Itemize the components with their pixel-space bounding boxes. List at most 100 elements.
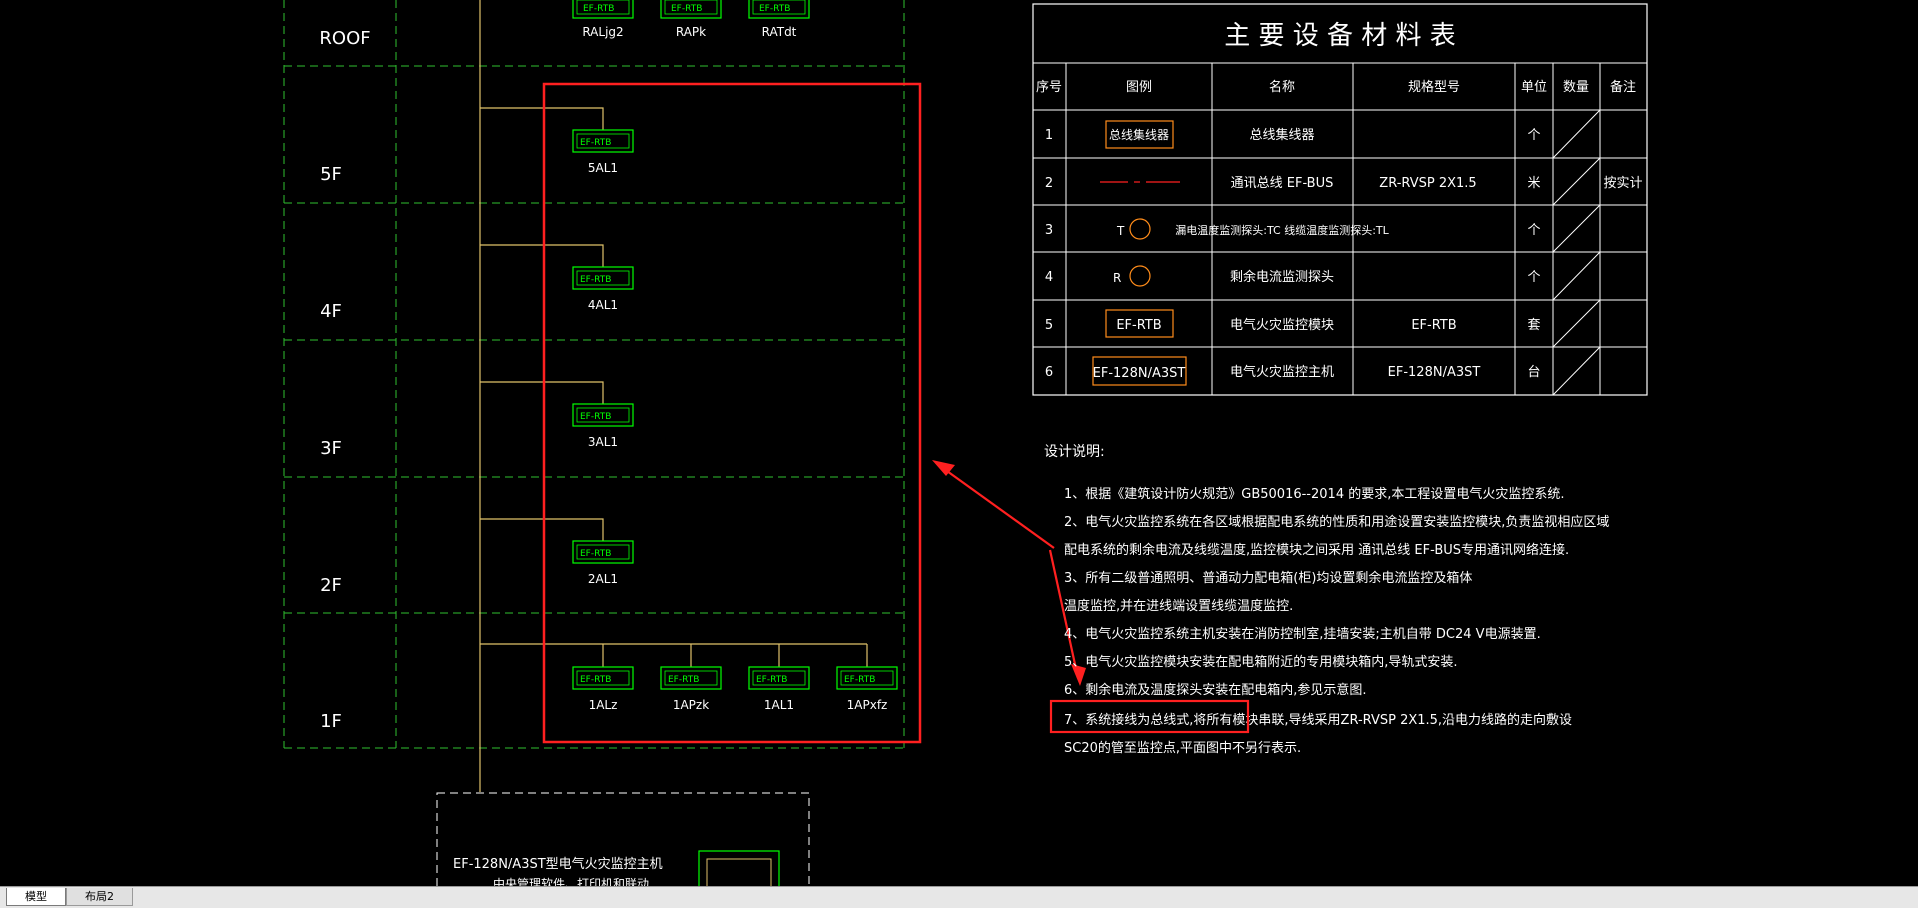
module-label: RALjg2 — [582, 25, 623, 39]
tab-layout2[interactable]: 布局2 — [66, 888, 133, 906]
table-cell: 个 — [1527, 128, 1540, 143]
table-cell: 套 — [1527, 317, 1540, 333]
table-header-cell: 图例 — [1126, 80, 1152, 95]
table-cell: EF-RTB — [1411, 318, 1456, 333]
equipment-table: 主 要 设 备 材 料 表 序号 图例 名称 规格型号 单位 数量 备注 总线集… — [1032, 3, 1648, 396]
highlight-box — [542, 82, 922, 744]
legend-residual-letter: R — [1113, 271, 1121, 285]
floor-label-5f: 5F — [320, 164, 342, 185]
table-header-cell: 序号 — [1036, 80, 1062, 95]
table-cell: 4 — [1045, 270, 1053, 285]
svg-text:EF-RTB: EF-RTB — [580, 275, 611, 285]
layout-tab-bar: 模型 布局2 — [0, 886, 1918, 908]
notes-title: 设计说明: — [1044, 444, 1105, 460]
host-box: EF-128N/A3ST型电气火灾监控主机 中央管理软件、打印机和联动 — [436, 792, 810, 904]
legend-hub-symbol — [1105, 120, 1174, 149]
legend-temp-circle — [1129, 218, 1151, 240]
module-label: 5AL1 — [588, 161, 618, 175]
floor-labels: ROOF 5F 4F 3F 2F 1F — [319, 28, 370, 732]
module-box: EF-RTB — [748, 0, 810, 19]
table-cell: 6 — [1045, 365, 1053, 380]
floor-label-4f: 4F — [320, 301, 342, 322]
table-cell: 台 — [1527, 365, 1540, 380]
module-box: EF-RTB — [572, 0, 634, 19]
legend-host-text: EF-128N/A3ST — [1093, 366, 1186, 381]
table-rows: 1 总线集线器 个 2 通讯总线 EF-BUS ZR-RVSP 2X1.5 米 … — [1045, 127, 1643, 380]
legend-symbols: 总线集线器 T R EF-RTB EF-128N/A3ST — [1092, 120, 1187, 386]
table-title: 主 要 设 备 材 料 表 — [1224, 21, 1456, 51]
module-box: EF-RTB — [836, 666, 898, 690]
svg-text:EF-RTB: EF-RTB — [759, 4, 790, 14]
svg-text:EF-RTB: EF-RTB — [756, 675, 787, 685]
svg-text:EF-RTB: EF-RTB — [580, 675, 611, 685]
svg-text:EF-RTB: EF-RTB — [580, 412, 611, 422]
red-arrow — [932, 460, 1086, 686]
legend-host-symbol — [1092, 356, 1187, 386]
note-line: 配电系统的剩余电流及线缆温度,监控模块之间采用 通讯总线 EF-BUS专用通讯网… — [1064, 542, 1569, 558]
module-label: 3AL1 — [588, 435, 618, 449]
note-line: 温度监控,并在进线端设置线缆温度监控. — [1064, 598, 1293, 614]
module-box: EF-RTB — [572, 403, 634, 427]
module-label: RATdt — [762, 25, 797, 39]
note-line: 5、电气火灾监控模块安装在配电箱附近的专用模块箱内,导轨式安装. — [1064, 654, 1458, 670]
svg-text:EF-RTB: EF-RTB — [844, 675, 875, 685]
table-cell: 个 — [1527, 223, 1540, 238]
table-cell: 电气火灾监控模块 — [1230, 317, 1334, 333]
legend-module-text: EF-RTB — [1116, 318, 1161, 333]
table-header-cell: 备注 — [1610, 79, 1636, 95]
module-box: EF-RTB — [660, 666, 722, 690]
module-label: 4AL1 — [588, 298, 618, 312]
table-cell: 总线集线器 — [1249, 127, 1314, 143]
drawing-svg: ROOF 5F 4F 3F 2F 1F EF-RTB EF-RTB — [283, 0, 1648, 904]
note-line: 3、所有二级普通照明、普通动力配电箱(柜)均设置剩余电流监控及箱体 — [1064, 570, 1472, 586]
module-label: 1APxfz — [847, 698, 888, 712]
note-line: 6、剩余电流及温度探头安装在配电箱内,参见示意图. — [1064, 682, 1367, 698]
legend-hub-text: 总线集线器 — [1109, 127, 1169, 142]
svg-text:EF-RTB: EF-RTB — [583, 4, 614, 14]
legend-module-symbol — [1105, 309, 1174, 338]
svg-text:EF-RTB: EF-RTB — [580, 138, 611, 148]
module-label: 1AL1 — [764, 698, 794, 712]
table-cell: 个 — [1527, 270, 1540, 285]
table-header-cell: 单位 — [1521, 80, 1547, 95]
module-label: RAPk — [676, 25, 706, 39]
table-cell: ZR-RVSP 2X1.5 — [1379, 176, 1476, 191]
note-line: 2、电气火灾监控系统在各区域根据配电系统的性质和用途设置安装监控模块,负责监视相… — [1064, 514, 1609, 530]
module-label: 1ALz — [589, 698, 618, 712]
table-cell: 米 — [1527, 176, 1540, 191]
table-cell: 1 — [1045, 128, 1053, 143]
note-highlight-box — [1049, 699, 1250, 734]
module-box: EF-RTB — [572, 266, 634, 290]
module-box: EF-RTB — [748, 666, 810, 690]
note-line: 7、系统接线为总线式,将所有模块串联,导线采用ZR-RVSP 2X1.5,沿电力… — [1064, 712, 1572, 728]
tab-model[interactable]: 模型 — [6, 888, 66, 906]
table-header: 序号 图例 名称 规格型号 单位 数量 备注 — [1036, 79, 1636, 95]
note-line: 1、根据《建筑设计防火规范》GB50016--2014 的要求,本工程设置电气火… — [1064, 486, 1564, 502]
module-label: 2AL1 — [588, 572, 618, 586]
floor-label-3f: 3F — [320, 438, 342, 459]
host-box-line1: EF-128N/A3ST型电气火灾监控主机 — [453, 856, 663, 872]
module-box: EF-RTB — [660, 0, 722, 19]
note-line: SC20的管至监控点,平面图中不另行表示. — [1064, 740, 1301, 756]
module-box: EF-RTB — [572, 129, 634, 153]
legend-temp-letter: T — [1116, 224, 1125, 238]
table-cell: 按实计 — [1603, 176, 1642, 191]
floor-grid — [283, 0, 905, 749]
table-cell: 剩余电流监测探头 — [1230, 269, 1334, 285]
note-line: 4、电气火灾监控系统主机安装在消防控制室,挂墙安装;主机自带 DC24 V电源装… — [1064, 626, 1541, 642]
table-cell: 2 — [1045, 176, 1053, 191]
floor-label-roof: ROOF — [319, 28, 370, 49]
table-cell: EF-128N/A3ST — [1388, 365, 1481, 380]
table-header-cell: 数量 — [1563, 80, 1589, 95]
module-box: EF-RTB — [572, 540, 634, 564]
module-label: 1APzk — [673, 698, 709, 712]
table-cell: 3 — [1045, 223, 1053, 238]
legend-residual-circle — [1129, 265, 1151, 287]
svg-text:EF-RTB: EF-RTB — [580, 549, 611, 559]
floor-modules: EF-RTB 5AL1 EF-RTB 4AL1 EF-RTB 3AL1 EF-R… — [572, 129, 898, 712]
table-header-cell: 名称 — [1269, 79, 1295, 95]
table-cell: 漏电温度监测探头:TC 线缆温度监测探头:TL — [1175, 223, 1389, 237]
module-box: EF-RTB — [572, 666, 634, 690]
design-notes: 设计说明: 1、根据《建筑设计防火规范》GB50016--2014 的要求,本工… — [1044, 444, 1609, 756]
